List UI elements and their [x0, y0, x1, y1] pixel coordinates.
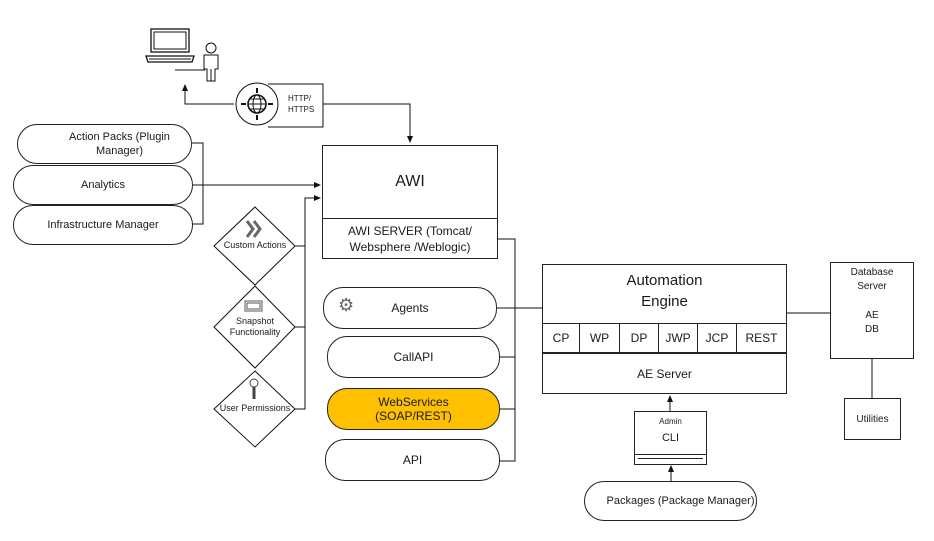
interface-agents[interactable]: ⚙ Agents [323, 287, 497, 329]
process-jcp[interactable]: JCP [698, 324, 737, 352]
globe-icon [235, 82, 279, 126]
database-title: Database Server [850, 267, 894, 292]
awi-server: AWI SERVER (Tomcat/ Websphere /Weblogic) [323, 218, 497, 258]
ae-db: AE DB [865, 310, 879, 335]
plugin-analytics[interactable]: Analytics [13, 165, 193, 205]
interface-api[interactable]: API [325, 439, 500, 481]
admin-cli[interactable]: Admin CLI [634, 411, 707, 465]
plugin-action-packs[interactable]: Action Packs (Plugin Manager) [17, 124, 192, 164]
process-wp[interactable]: WP [580, 324, 620, 352]
engine-title: Automation Engine [626, 272, 703, 310]
process-jwp[interactable]: JWP [659, 324, 698, 352]
awi-box[interactable]: AWI AWI SERVER (Tomcat/ Websphere /Weblo… [322, 145, 498, 259]
gear-icon: ⚙ [338, 295, 355, 315]
process-rest[interactable]: REST [745, 331, 778, 345]
ae-server: AE Server [637, 367, 692, 381]
laptop-icon [145, 28, 195, 63]
interface-callapi[interactable]: CallAPI [327, 336, 500, 378]
double-chevron-right-icon [245, 220, 262, 238]
utilities-box[interactable]: Utilities [844, 398, 901, 440]
process-dp[interactable]: DP [620, 324, 659, 352]
feature-custom-actions[interactable]: Custom Actions [223, 240, 287, 250]
process-cp[interactable]: CP [543, 324, 580, 352]
key-icon [249, 378, 259, 399]
feature-snapshot-functionality[interactable]: Snapshot Functionality [229, 316, 281, 337]
automation-engine[interactable]: Automation Engine CP WP DP JWP JCP REST … [542, 264, 787, 394]
snapshot-icon [244, 300, 263, 312]
awi-title: AWI [395, 173, 425, 190]
database-server[interactable]: Database Server AE DB [830, 262, 914, 359]
snapshot-diamond [213, 285, 296, 369]
user-icon [203, 42, 219, 82]
process-row: CP WP DP JWP JCP REST [543, 323, 786, 354]
feature-user-permissions[interactable]: User Permissions [219, 403, 291, 413]
packages-package-manager[interactable]: Packages (Package Manager) [584, 481, 757, 521]
custom-actions-diamond [213, 206, 296, 286]
protocol-label: HTTP/ HTTPS [288, 94, 315, 114]
user-permissions-diamond [213, 370, 296, 448]
plugin-infrastructure-manager[interactable]: Infrastructure Manager [13, 205, 193, 245]
interface-webservices[interactable]: WebServices (SOAP/REST) [327, 388, 500, 430]
